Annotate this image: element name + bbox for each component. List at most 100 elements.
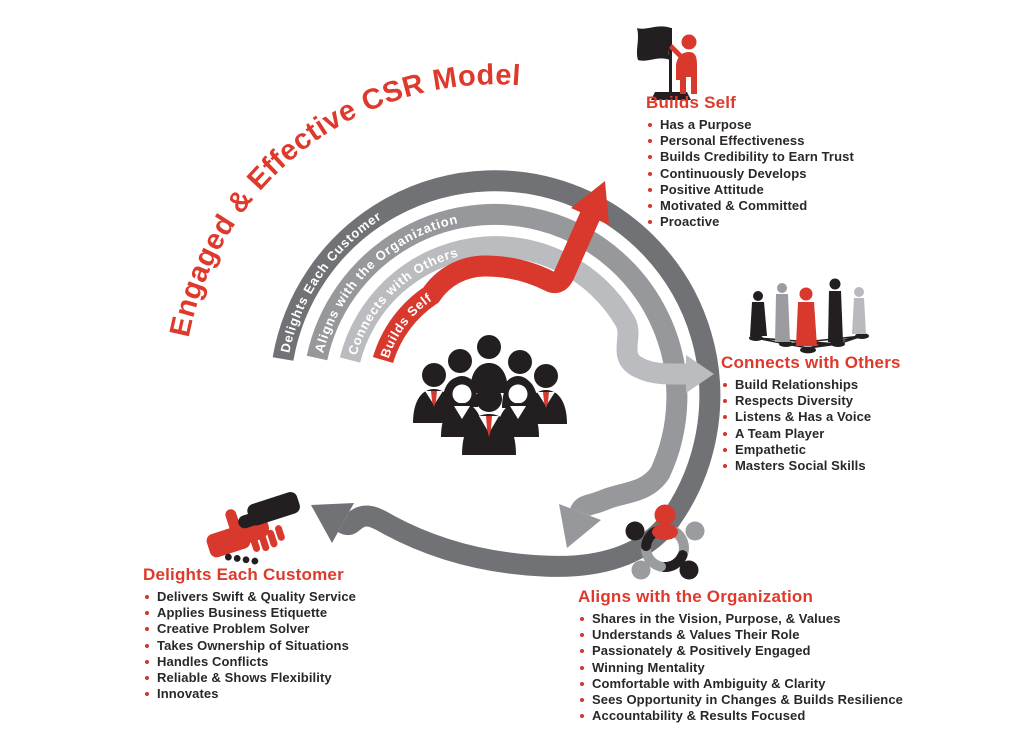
item-text: Reliable & Shows Flexibility bbox=[157, 670, 332, 686]
list-item: A Team Player bbox=[721, 426, 901, 442]
list-item: Reliable & Shows Flexibility bbox=[143, 670, 356, 686]
list-item: Empathetic bbox=[721, 442, 901, 458]
bullet-icon bbox=[648, 123, 652, 127]
item-text: Builds Credibility to Earn Trust bbox=[660, 149, 854, 165]
list-item: Comfortable with Ambiguity & Clarity bbox=[578, 676, 903, 692]
bullet-icon bbox=[723, 399, 727, 404]
section-heading-aligns-with-the-organization: Aligns with the Organization bbox=[578, 587, 814, 606]
item-text: Masters Social Skills bbox=[735, 458, 866, 474]
bullet-icon bbox=[145, 676, 149, 681]
bullet-icon bbox=[723, 464, 727, 469]
network-people-icon bbox=[749, 278, 869, 354]
item-text: Build Relationships bbox=[735, 377, 859, 392]
bullet-icon bbox=[648, 155, 652, 160]
item-text: Respects Diversity bbox=[735, 393, 854, 409]
item-text: Winning Mentality bbox=[592, 659, 705, 675]
list-item: Takes Ownership of Situations bbox=[143, 638, 356, 654]
list-item: Positive Attitude bbox=[646, 182, 854, 198]
bullet-icon bbox=[145, 692, 149, 697]
bullet-icon bbox=[580, 714, 584, 719]
item-text: Passionately & Positively Engaged bbox=[592, 643, 811, 659]
bullet-icon bbox=[648, 204, 652, 209]
bullet-icon bbox=[648, 187, 652, 192]
item-text: Motivated & Committed bbox=[660, 198, 808, 214]
list-item: Continuously Develops bbox=[646, 166, 854, 182]
flag-person-icon bbox=[637, 26, 697, 100]
list-item: Passionately & Positively Engaged bbox=[578, 643, 903, 659]
bullet-icon bbox=[648, 139, 652, 144]
list-item: Masters Social Skills bbox=[721, 458, 901, 474]
arc-aligns-with-the-organization bbox=[306, 203, 688, 517]
bullet-icon bbox=[580, 681, 584, 686]
item-text: Innovates bbox=[157, 686, 219, 702]
list-item: Builds Credibility to Earn Trust bbox=[646, 149, 854, 165]
item-text: Personal Effectiveness bbox=[660, 133, 805, 149]
item-text: Positive Attitude bbox=[660, 181, 764, 197]
bullet-icon bbox=[145, 627, 149, 632]
list-item: Shares in the Vision, Purpose, & Values bbox=[578, 611, 903, 627]
bullet-icon bbox=[580, 665, 584, 670]
item-text: Continuously Develops bbox=[660, 165, 807, 181]
list-item: Personal Effectiveness bbox=[646, 133, 854, 149]
item-text: A Team Player bbox=[735, 425, 825, 441]
list-item: Creative Problem Solver bbox=[143, 621, 356, 637]
section-aligns-with-the-organization: Aligns with the Organization Shares in t… bbox=[578, 588, 903, 724]
list-item: Delivers Swift & Quality Service bbox=[143, 589, 356, 605]
list-item: Applies Business Etiquette bbox=[143, 605, 356, 621]
bullet-icon bbox=[648, 220, 652, 225]
item-text: Takes Ownership of Situations bbox=[157, 637, 349, 653]
bullet-icon bbox=[145, 643, 149, 648]
item-text: Delivers Swift & Quality Service bbox=[157, 589, 357, 604]
list-item: Understands & Values Their Role bbox=[578, 627, 903, 643]
arrowhead-connects bbox=[686, 355, 714, 393]
team-crowd-icon bbox=[413, 335, 567, 455]
list-item: Handles Conflicts bbox=[143, 654, 356, 670]
list-item: Build Relationships bbox=[721, 377, 901, 393]
handshake-icon bbox=[206, 492, 300, 565]
item-text: Creative Problem Solver bbox=[157, 621, 310, 637]
arrowhead-aligns bbox=[559, 504, 601, 548]
section-heading-delights-each-customer: Delights Each Customer bbox=[143, 565, 344, 584]
section-heading-builds-self: Builds Self bbox=[646, 93, 737, 112]
list-item: Listens & Has a Voice bbox=[721, 409, 901, 425]
arrowhead-builds bbox=[571, 181, 609, 225]
bullet-icon bbox=[648, 171, 652, 176]
section-delights-each-customer: Delights Each Customer Delivers Swift & … bbox=[143, 566, 356, 702]
item-text: Proactive bbox=[660, 214, 720, 230]
item-text: Sees Opportunity in Changes & Builds Res… bbox=[592, 692, 903, 708]
bullet-icon bbox=[145, 611, 149, 616]
bullet-icon bbox=[580, 617, 584, 621]
arrowhead-delights bbox=[311, 503, 354, 543]
bullet-icon bbox=[580, 649, 584, 654]
bullet-icon bbox=[145, 595, 149, 599]
bullet-icon bbox=[723, 415, 727, 420]
list-item: Respects Diversity bbox=[721, 393, 901, 409]
item-text: Understands & Values Their Role bbox=[592, 627, 800, 643]
item-text: Shares in the Vision, Purpose, & Values bbox=[592, 611, 841, 626]
section-connects-with-others: Connects with Others Build Relationships… bbox=[721, 354, 901, 474]
list-item: Proactive bbox=[646, 214, 854, 230]
list-item: Winning Mentality bbox=[578, 660, 903, 676]
list-item: Innovates bbox=[143, 686, 356, 702]
arc-delights-each-customer bbox=[272, 170, 721, 577]
list-item: Sees Opportunity in Changes & Builds Res… bbox=[578, 692, 903, 708]
list-item: Has a Purpose bbox=[646, 117, 854, 133]
item-text: Comfortable with Ambiguity & Clarity bbox=[592, 675, 826, 691]
list-item: Motivated & Committed bbox=[646, 198, 854, 214]
item-text: Has a Purpose bbox=[660, 117, 752, 132]
item-text: Accountability & Results Focused bbox=[592, 708, 806, 724]
item-text: Listens & Has a Voice bbox=[735, 409, 872, 425]
bullet-icon bbox=[145, 659, 149, 664]
bullet-icon bbox=[580, 698, 584, 703]
list-item: Accountability & Results Focused bbox=[578, 708, 903, 724]
team-circle-icon bbox=[625, 504, 705, 580]
item-text: Handles Conflicts bbox=[157, 653, 269, 669]
bullet-icon bbox=[723, 431, 727, 436]
bullet-icon bbox=[723, 383, 727, 387]
bullet-icon bbox=[580, 633, 584, 638]
